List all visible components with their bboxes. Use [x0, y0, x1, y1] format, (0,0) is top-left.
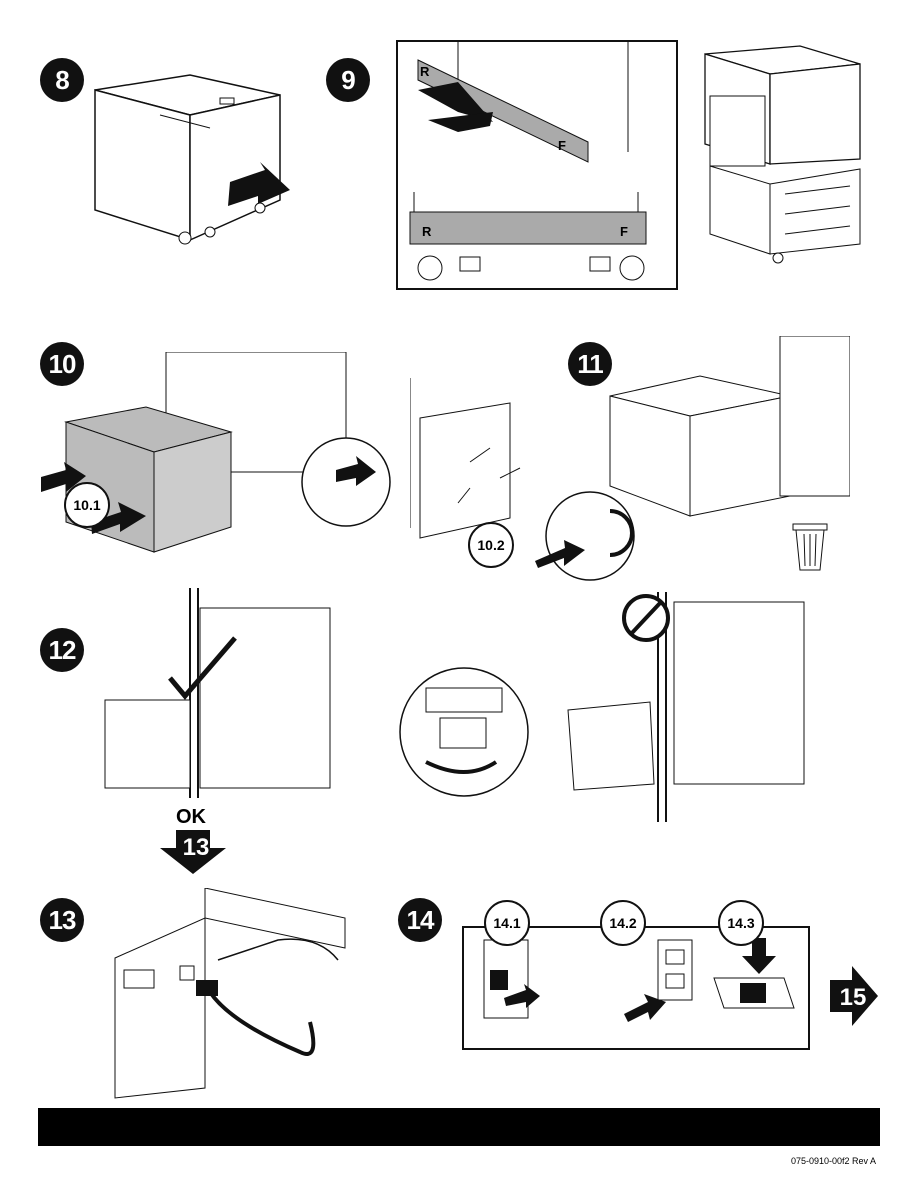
step-9-badge: 9 — [326, 58, 370, 102]
checkmark-icon — [168, 636, 237, 700]
step-14-frame — [462, 926, 810, 1050]
step-11-badge: 11 — [568, 342, 612, 386]
step-8-badge: 8 — [40, 58, 84, 102]
f-label-top: F — [558, 138, 566, 153]
step-14-1-badge: 14.1 — [484, 900, 530, 946]
plug-arrow-icon — [624, 994, 666, 1022]
plug-arrow-icon — [504, 984, 540, 1008]
goto-step-13-label: 13 — [182, 834, 210, 861]
step-10-2-badge: 10.2 — [468, 522, 514, 568]
footer-bar — [38, 1108, 880, 1146]
step-12-correct-alignment-illustration — [100, 588, 340, 798]
step-13-badge: 13 — [40, 898, 84, 942]
step-14-3-badge: 14.3 — [718, 900, 764, 946]
step-14-2-badge: 14.2 — [600, 900, 646, 946]
step-8-cabinet-illustration — [90, 70, 300, 250]
step-9-printer-illustration — [690, 44, 880, 274]
step-12-incorrect-alignment-illustration — [396, 592, 808, 822]
step-12-badge: 12 — [40, 628, 84, 672]
step-13-power-cord-illustration — [110, 888, 360, 1108]
step-9-detail-frame: R F R F — [396, 40, 678, 290]
no-symbol-icon — [622, 594, 670, 642]
document-number: 075-0910-00f2 Rev A — [790, 1156, 876, 1166]
trash-can-icon — [790, 520, 830, 572]
push-arrow-icon — [228, 162, 290, 206]
f-label-bottom: F — [620, 224, 628, 239]
step-14-badge: 14 — [398, 898, 442, 942]
step-10-cabinet-illustration — [36, 352, 396, 572]
step-10-1-badge: 10.1 — [64, 482, 110, 528]
step-10-badge: 10 — [40, 342, 84, 386]
rotate-arrow-icon — [609, 509, 634, 557]
pull-arrow-icon — [535, 540, 585, 568]
press-arrow-icon — [742, 938, 776, 974]
ok-label: OK — [176, 806, 206, 828]
step-11-cabinet-illustration — [530, 336, 850, 586]
arrow-right-icon[interactable] — [830, 966, 878, 1026]
next-step-15-label: 15 — [839, 984, 867, 1011]
push-arrow-icon — [91, 502, 146, 534]
r-label-bottom: R — [422, 224, 432, 239]
arrow-down-icon — [160, 830, 226, 874]
r-label-top: R — [420, 64, 430, 79]
rotate-arrow-icon — [425, 760, 498, 774]
step-10-2-cabinet-illustration — [410, 378, 530, 548]
